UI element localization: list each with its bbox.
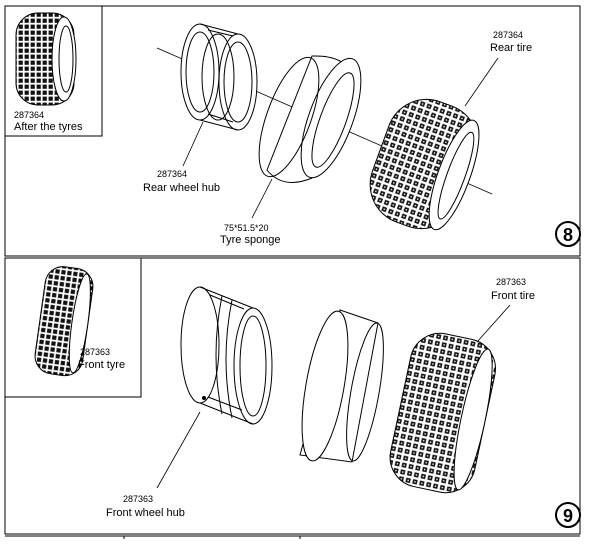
inset-front-tyre-image: [34, 266, 94, 377]
panel-step-8: 287364 After the tyres 287364 Rear wheel…: [4, 5, 581, 257]
hub-8-label: Rear wheel hub: [143, 182, 220, 194]
rear-wheel-hub-image: [180, 23, 258, 131]
panel-9-border: [4, 257, 581, 535]
panel-8-border: [4, 5, 581, 257]
tire-9-label: Front tire: [491, 290, 535, 302]
panel-8-inset-border: [5, 5, 103, 137]
hub-9-part-number: 287363: [123, 494, 153, 504]
inset-9-label: Front tyre: [78, 359, 125, 371]
hub-9-label: Front wheel hub: [106, 507, 185, 519]
inset-8-part-number: 287364: [14, 110, 44, 120]
panel-9-inset-border: [5, 257, 142, 398]
front-sponge-image: [299, 309, 384, 463]
tire-9-part-number: 287363: [496, 277, 526, 287]
tire-8-label: Rear tire: [490, 42, 532, 54]
panel-step-9: 287363 Front tyre 287363 Front wheel hub: [4, 257, 581, 535]
step-8-badge: [555, 221, 581, 247]
inset-9-part-number: 287363: [80, 347, 110, 357]
sponge-leader: [251, 178, 273, 219]
step-8-number: 8: [563, 225, 573, 245]
tyre-sponge-image: [258, 55, 362, 183]
sponge-label: Tyre sponge: [220, 234, 281, 246]
hub-8-leader: [182, 121, 204, 167]
hub-9-leader: [156, 411, 201, 489]
sponge-size: 75*51.5*20: [224, 223, 269, 233]
front-wheel-hub-image: [180, 286, 273, 425]
tire-9-leader: [476, 304, 511, 343]
tire-8-part-number: 287364: [493, 30, 523, 40]
step-9-badge: [555, 502, 581, 528]
tire-8-leader: [464, 57, 499, 107]
step-9-number: 9: [563, 506, 573, 526]
front-tire-image: [389, 332, 496, 494]
inset-8-label: After the tyres: [14, 121, 83, 133]
hub-8-part-number: 287364: [157, 169, 187, 179]
rear-tire-image: [369, 98, 480, 231]
inset-rear-tyre-image: [15, 12, 77, 106]
